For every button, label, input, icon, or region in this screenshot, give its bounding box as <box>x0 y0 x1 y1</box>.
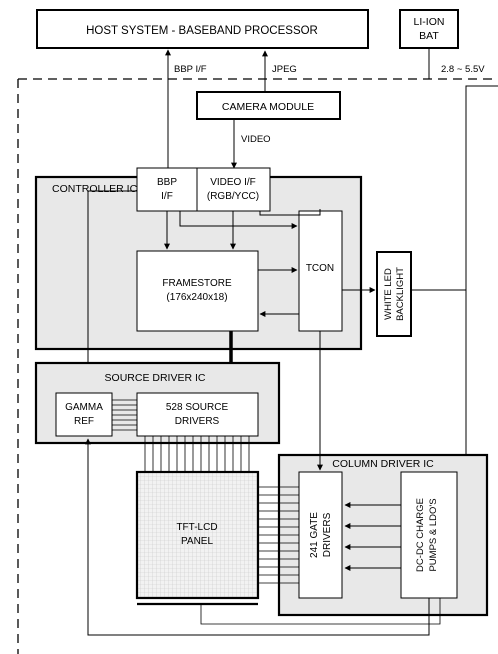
source-drivers-label-1: 528 SOURCE <box>166 402 229 413</box>
video-if-label-2: (RGB/YCC) <box>207 191 259 202</box>
backlight-block: WHITE LED BACKLIGHT <box>376 251 412 337</box>
bbp-if-label-1: BBP <box>157 177 177 188</box>
gate-drivers-label-2: DRIVERS <box>322 512 333 557</box>
battery-block: LI-ION BAT <box>399 9 459 49</box>
battery-label-2: BAT <box>419 30 439 42</box>
dcdc-label-2: PUMPS & LDO'S <box>428 498 439 571</box>
source-drivers-block: 528 SOURCE DRIVERS <box>136 392 259 437</box>
system-boundary <box>17 78 498 654</box>
gamma-ref-block: GAMMA REF <box>55 392 113 437</box>
bbp-if-label-2: I/F <box>161 191 173 202</box>
tcon-block: TCON <box>298 210 343 332</box>
camera-module-block: CAMERA MODULE <box>196 91 341 120</box>
video-if-block: VIDEO I/F (RGB/YCC) <box>196 167 271 212</box>
gate-drivers-block: 241 GATE DRIVERS <box>298 471 343 599</box>
tft-lcd-panel-block: TFT-LCD PANEL <box>135 470 260 600</box>
controller-connections <box>85 190 321 393</box>
gate-output-lines <box>258 486 299 584</box>
column-driver-ic-label: COLUMN DRIVER IC <box>332 458 434 470</box>
backlight-label-2: BACKLIGHT <box>395 267 406 321</box>
source-drivers-label-2: DRIVERS <box>175 416 220 427</box>
voltage-label: 2.8 ~ 5.5V <box>441 64 485 75</box>
panel-label-1: TFT-LCD <box>176 522 217 533</box>
gamma-to-source-lines <box>112 399 137 431</box>
gamma-ref-label-1: GAMMA <box>65 402 103 413</box>
dcdc-to-gamma-line <box>85 438 430 636</box>
video-if-label-1: VIDEO I/F <box>210 177 256 188</box>
dcdc-block: DC-DC CHARGE PUMPS & LDO'S <box>400 471 458 599</box>
backlight-label-1: WHITE LED <box>383 268 394 320</box>
panel-power-line <box>200 598 441 625</box>
tcon-label: TCON <box>306 263 334 274</box>
video-signal-label: VIDEO <box>241 134 271 145</box>
gamma-ref-label-2: REF <box>74 416 94 427</box>
gate-drivers-label-1: 241 GATE <box>309 512 320 558</box>
panel-label-2: PANEL <box>181 536 213 547</box>
framestore-label-1: FRAMESTORE <box>162 278 232 289</box>
jpeg-signal-label: JPEG <box>272 64 297 75</box>
source-output-lines <box>144 436 250 472</box>
camera-module-label: CAMERA MODULE <box>222 101 314 113</box>
backlight-power-line <box>411 85 498 291</box>
bbp-if-block: BBP I/F <box>136 167 198 212</box>
dcdc-to-gate-arrows <box>344 502 401 571</box>
framestore-block: FRAMESTORE (176x240x18) <box>136 250 259 332</box>
battery-label-1: LI-ION <box>414 16 445 28</box>
controller-ic-label: CONTROLLER IC <box>52 183 138 195</box>
dcdc-label-1: DC-DC CHARGE <box>415 498 426 572</box>
host-system-label: HOST SYSTEM - BASEBAND PROCESSOR <box>86 25 318 37</box>
framestore-label-2: (176x240x18) <box>166 292 227 303</box>
host-system-block: HOST SYSTEM - BASEBAND PROCESSOR <box>36 9 369 49</box>
bbp-if-signal-label: BBP I/F <box>174 64 207 75</box>
source-driver-ic-label: SOURCE DRIVER IC <box>105 372 206 384</box>
